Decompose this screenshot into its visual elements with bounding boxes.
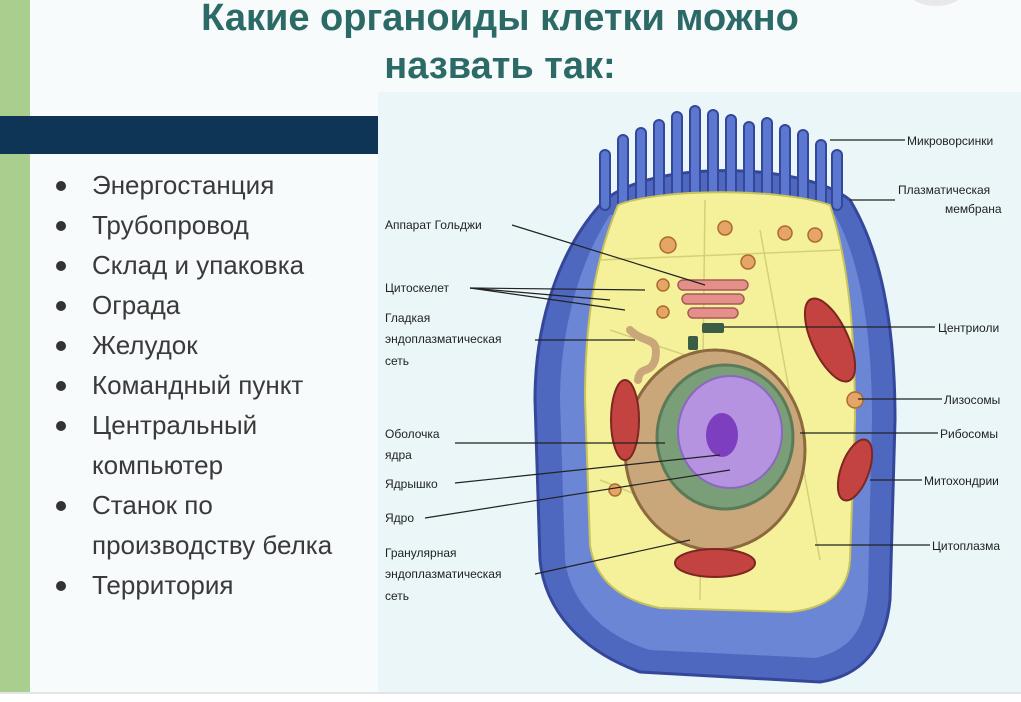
nucleolus-shape [706, 413, 738, 457]
label-rough-er-3: сеть [385, 589, 409, 603]
corner-decoration [910, 0, 962, 6]
title-line-2: назвать так: [384, 45, 616, 87]
label-centrioles: Центриоли [938, 321, 999, 335]
bullet-icon [56, 381, 66, 391]
bullet-icon [56, 501, 66, 511]
list-item: Центральный компьютер [50, 405, 380, 485]
label-microvilli: Микроворсинки [907, 134, 993, 148]
label-lysosomes: Лизосомы [944, 393, 1000, 407]
label-plasma-membrane: Плазматическая [898, 183, 990, 197]
bullet-icon [56, 221, 66, 231]
list-item: Трубопровод [50, 205, 380, 245]
label-rough-er-2: эндоплазматическая [385, 567, 501, 581]
title-accent-bar [0, 116, 378, 154]
list-item: Территория [50, 565, 380, 605]
title-line-1: Какие органоиды клетки можно [201, 0, 799, 39]
label-cytoskeleton: Цитоскелет [385, 281, 450, 295]
label-smooth-er: Гладкая [385, 311, 430, 325]
bullet-list: Энергостанция Трубопровод Склад и упаков… [50, 165, 380, 605]
list-item: Энергостанция [50, 165, 380, 205]
bullet-icon [56, 261, 66, 271]
bullet-icon [56, 301, 66, 311]
bullet-icon [56, 421, 66, 431]
label-rough-er: Гранулярная [385, 546, 457, 560]
list-item: Командный пункт [50, 365, 380, 405]
golgi-shape [677, 279, 749, 319]
label-mitochondria: Митохондрии [924, 474, 999, 488]
bullet-icon [56, 581, 66, 591]
list-item: Ограда [50, 285, 380, 325]
bullet-icon [56, 181, 66, 191]
leader-lines [424, 139, 942, 575]
label-nuclear-envelope-2: ядра [385, 448, 412, 462]
lysosome-group [608, 220, 864, 497]
centriole-shape [688, 323, 724, 350]
label-nucleus: Ядро [385, 511, 414, 525]
label-nuclear-envelope: Оболочка [385, 427, 440, 441]
list-item: Склад и упаковка [50, 245, 380, 285]
list-item: Станок по производству белка [50, 485, 380, 565]
smooth-er-shape [626, 326, 660, 384]
left-accent-strip [0, 0, 30, 692]
label-cytoplasm: Цитоплазма [932, 539, 1000, 553]
bullet-icon [56, 341, 66, 351]
list-item: Желудок [50, 325, 380, 365]
bottom-border [0, 692, 1021, 702]
label-plasma-membrane-2: мембрана [945, 202, 1002, 216]
label-ribosomes: Рибосомы [940, 427, 998, 441]
microvilli-group [599, 105, 843, 211]
label-smooth-er-2: эндоплазматическая [385, 332, 501, 346]
label-golgi: Аппарат Гольджи [385, 218, 482, 232]
label-smooth-er-3: сеть [385, 354, 409, 368]
slide-title: Какие органоиды клетки можно назвать так… [40, 0, 960, 90]
mitochondria-group [610, 297, 874, 578]
label-nucleolus: Ядрышко [385, 477, 438, 491]
